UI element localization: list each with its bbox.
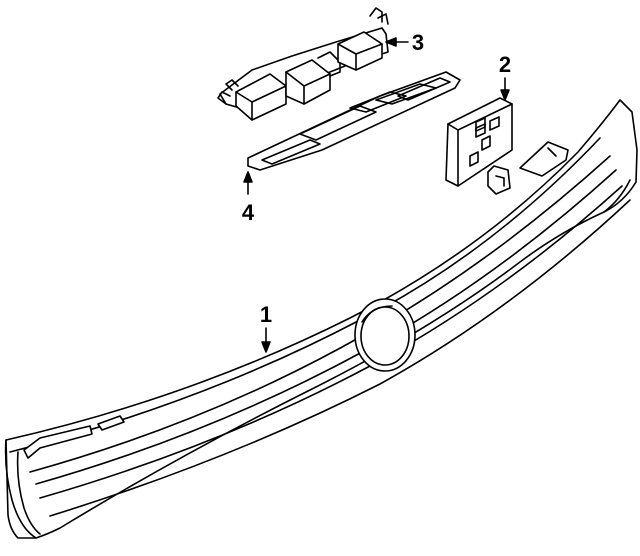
callout-2: 2 [499,52,511,101]
callout-4-label: 4 [242,200,255,225]
callout-3: 3 [385,30,424,55]
callout-1: 1 [260,302,272,353]
step-pad [247,71,461,171]
bumper-fascia [4,99,638,539]
energy-absorber [217,7,389,121]
callout-3-label: 3 [412,30,424,55]
callout-4: 4 [242,171,255,225]
callout-1-label: 1 [260,302,272,327]
license-bracket [445,97,513,187]
callout-2-label: 2 [499,52,511,77]
